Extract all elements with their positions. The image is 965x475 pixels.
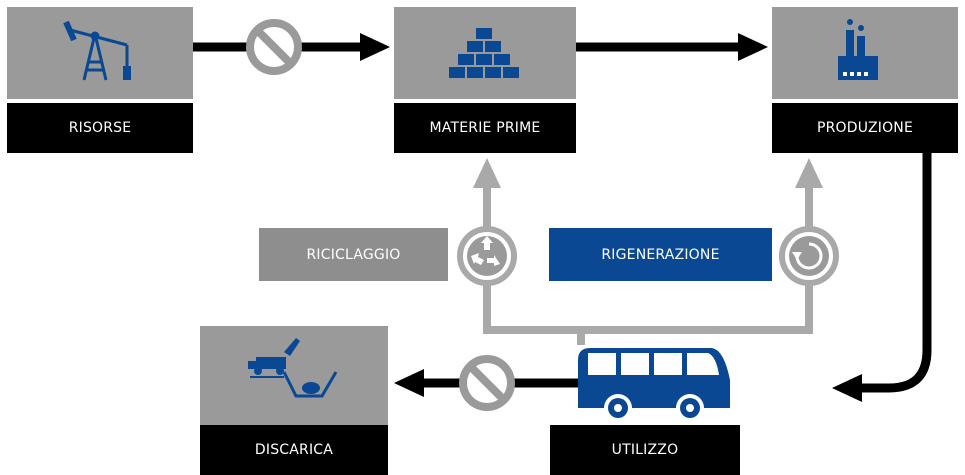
stacked-bricks-icon bbox=[449, 28, 519, 78]
bus-icon bbox=[578, 348, 730, 422]
rigenerazione-label: RIGENERAZIONE bbox=[549, 228, 772, 281]
risorse-label: RISORSE bbox=[7, 103, 193, 153]
regeneration-cycle-icon bbox=[779, 226, 839, 286]
discarica-label: DISCARICA bbox=[200, 425, 388, 475]
utilizzo-label: UTILIZZO bbox=[550, 425, 740, 475]
produzione-label: PRODUZIONE bbox=[772, 103, 958, 153]
oil-pump-icon bbox=[63, 20, 131, 81]
factory-icon bbox=[838, 19, 878, 80]
flow-materie-produzione bbox=[576, 33, 768, 61]
materie-prime-label: MATERIE PRIME bbox=[394, 103, 576, 153]
dump-truck-landfill-icon bbox=[248, 338, 338, 398]
prohibited-icon bbox=[246, 19, 302, 75]
recycle-icon bbox=[457, 226, 517, 286]
riciclaggio-label: RICICLAGGIO bbox=[259, 228, 448, 281]
materie-prime-box bbox=[394, 7, 576, 99]
prohibited-icon bbox=[459, 355, 515, 411]
flow-produzione-utilizzo bbox=[832, 152, 932, 402]
